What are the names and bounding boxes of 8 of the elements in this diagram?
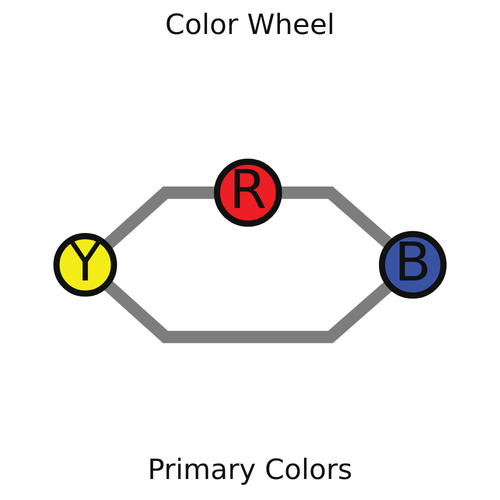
node-circle: Y	[53, 233, 118, 297]
node-circle: R	[214, 158, 282, 227]
diagram-title: Color Wheel	[165, 8, 335, 41]
node-circle: B	[378, 231, 447, 299]
diagram-caption: Primary Colors	[148, 453, 352, 486]
connector	[102, 186, 217, 250]
connector	[102, 280, 394, 344]
connector	[278, 186, 394, 250]
